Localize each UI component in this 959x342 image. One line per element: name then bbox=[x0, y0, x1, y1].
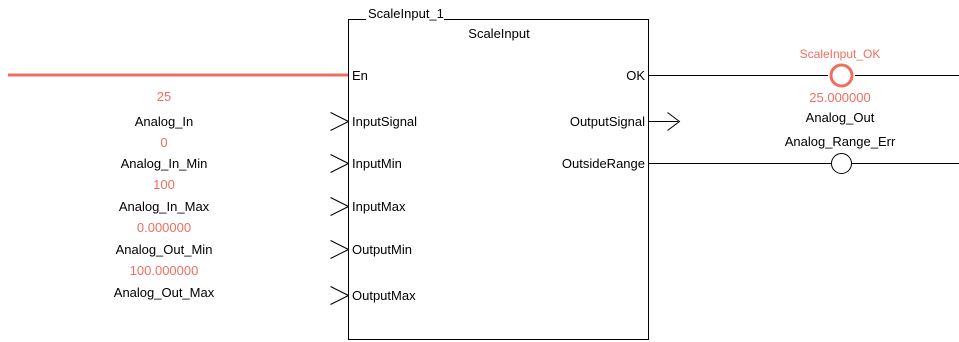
ok-coil-label[interactable]: ScaleInput_OK bbox=[799, 47, 881, 61]
scaleinput-ok-coil[interactable] bbox=[829, 63, 854, 88]
input-var-name[interactable]: Analog_Out_Max bbox=[113, 285, 215, 300]
pin-outputmax: OutputMax bbox=[352, 288, 416, 303]
range-err-coil-label[interactable]: Analog_Range_Err bbox=[784, 134, 896, 149]
input-var-value: 25 bbox=[156, 89, 172, 104]
pin-inputmax: InputMax bbox=[352, 199, 406, 214]
pin-inputmin: InputMin bbox=[352, 156, 402, 171]
pin-outsiderange: OutsideRange bbox=[561, 156, 645, 171]
pin-outputmin: OutputMin bbox=[352, 242, 412, 257]
input-pin-arrows bbox=[330, 112, 349, 305]
input-var-name[interactable]: Analog_Out_Min bbox=[115, 242, 213, 257]
output-signal-name[interactable]: Analog_Out bbox=[805, 110, 875, 125]
input-var-name[interactable]: Analog_In_Max bbox=[118, 199, 210, 214]
pin-ok: OK bbox=[626, 68, 645, 83]
input-arrow-inputsignal bbox=[330, 112, 349, 131]
input-var-value: 100 bbox=[153, 177, 175, 192]
input-arrow-inputmax bbox=[330, 197, 349, 216]
input-arrow-outputmin bbox=[330, 240, 349, 259]
pin-inputsignal: InputSignal bbox=[352, 114, 418, 129]
block-instance-name: ScaleInput_1 bbox=[368, 6, 444, 21]
function-block-box[interactable] bbox=[348, 19, 649, 340]
input-var-value: 0 bbox=[160, 135, 168, 150]
pin-en: En bbox=[352, 68, 368, 83]
analog-range-err-coil[interactable] bbox=[831, 153, 852, 174]
output-signal-value: 25.000000 bbox=[809, 90, 871, 105]
pin-outputsignal: OutputSignal bbox=[569, 114, 645, 129]
input-var-name[interactable]: Analog_In_Min bbox=[120, 156, 208, 171]
input-arrow-inputmin bbox=[330, 154, 349, 173]
input-arrow-outputmax bbox=[330, 286, 349, 305]
input-var-name[interactable]: Analog_In bbox=[134, 114, 194, 129]
block-type-name: ScaleInput bbox=[468, 26, 530, 41]
output-signal-arrow bbox=[649, 112, 681, 131]
input-var-value: 100.000000 bbox=[129, 263, 199, 278]
input-var-value: 0.000000 bbox=[136, 220, 192, 235]
